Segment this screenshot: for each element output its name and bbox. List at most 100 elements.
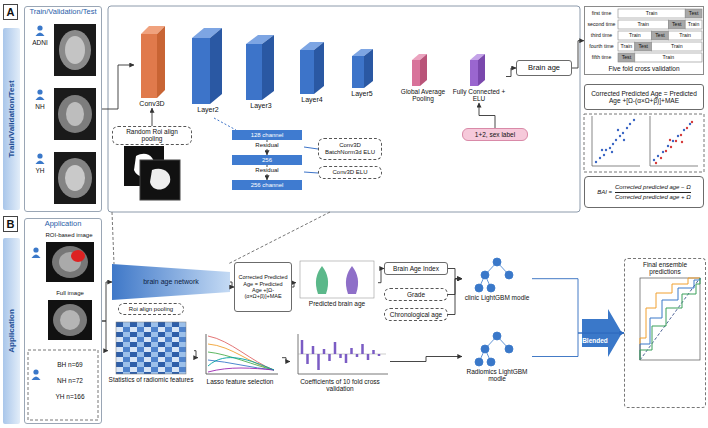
dense-slab — [478, 54, 485, 86]
scatter-plot — [653, 159, 655, 161]
fold-table — [618, 31, 652, 40]
fold-cell: Train — [618, 31, 652, 40]
lasso-plot — [206, 334, 278, 374]
network-funnel — [112, 264, 230, 300]
scatter-plot — [667, 145, 669, 147]
coefficient-plot — [298, 334, 388, 374]
heatmap — [116, 322, 186, 374]
tree-icon — [475, 258, 513, 366]
scatter-plot — [657, 155, 659, 157]
mri-image — [58, 158, 92, 198]
sample-frame — [28, 350, 98, 420]
lasso-plot — [206, 334, 278, 374]
scatter-plot — [623, 139, 625, 141]
node-text: Predicted brain age — [296, 300, 378, 307]
node-text: Radiomics LightGBM modle — [462, 368, 532, 383]
tree-icon — [493, 332, 501, 340]
panel-letter: B — [3, 216, 18, 232]
lasso-plot — [208, 336, 274, 370]
mri-image — [59, 30, 91, 70]
node-text: Layer5 — [344, 90, 380, 98]
detail-leader — [304, 172, 318, 173]
node-text: Corrected predicted age + Ω — [615, 194, 691, 201]
fold-row-label: third time — [585, 31, 618, 40]
connector — [102, 65, 134, 109]
conv-slab — [141, 26, 165, 98]
sample-count: BH n=69 — [44, 360, 96, 369]
lasso-plot — [208, 344, 274, 370]
sex-label-box: 1+2, sex label — [462, 128, 528, 141]
mri-image — [60, 310, 80, 330]
fold-table — [618, 42, 635, 51]
tree-icon — [487, 284, 495, 292]
connector — [102, 321, 108, 351]
mri-image — [48, 300, 92, 340]
node-text: Corrected predicted age − Ω — [615, 184, 691, 193]
dashed-box: Grade — [384, 288, 448, 301]
image-caption: Full image — [48, 289, 92, 298]
scatter-plot — [609, 147, 611, 149]
connector — [292, 283, 296, 287]
scatter-plot — [605, 149, 607, 151]
mri-image — [71, 250, 85, 262]
result-panel: Final ensemble predictions — [624, 258, 706, 408]
roc-plot — [640, 278, 700, 360]
layer-slab — [300, 50, 314, 94]
cross-validation-table: Five fold cross validation — [584, 6, 704, 75]
dashed-box: Random Roi align pooling — [112, 126, 192, 145]
mask-image — [124, 146, 180, 200]
dense-slab — [470, 60, 478, 86]
lasso-plot — [208, 358, 274, 370]
pooling-slab — [412, 54, 427, 86]
network-funnel — [112, 264, 230, 300]
scatter-plot — [619, 135, 621, 137]
mri-image — [46, 24, 96, 340]
fold-table — [635, 53, 702, 62]
node-text: Conv3D — [134, 100, 170, 108]
figure-node: Predicted brain age — [296, 258, 378, 307]
detail-leader — [214, 118, 318, 173]
violin-plot — [346, 266, 358, 294]
dataset-name: YH — [26, 166, 54, 175]
scatter-plot — [603, 154, 605, 156]
process-box: Corrected Predicted Age = Predicted Age … — [234, 262, 292, 312]
connector — [479, 103, 495, 128]
channel-bar: 128 channel — [232, 130, 302, 140]
scatter-plot — [672, 140, 674, 142]
scatter-plot — [622, 132, 624, 134]
scatter-plot — [595, 119, 691, 163]
fold-table — [618, 9, 685, 18]
node-text: brain age network — [143, 278, 199, 286]
scatter-plot — [677, 135, 679, 137]
dashed-box: Chronological age — [384, 308, 448, 321]
scatter-plot — [660, 157, 662, 159]
conv-slab — [157, 26, 165, 98]
scatter-plot — [617, 129, 619, 131]
scatter-plot — [611, 151, 613, 153]
edge-label: Residual — [254, 167, 279, 174]
connector — [448, 269, 462, 279]
scatter-plot — [584, 114, 704, 172]
sample-count: NH n=72 — [44, 376, 96, 385]
node-text: Roi align pooling — [129, 306, 173, 313]
person-icon — [37, 153, 42, 158]
scatter-plot — [665, 150, 667, 152]
projection-line — [112, 212, 330, 264]
sample-frame — [28, 350, 98, 420]
connector — [102, 282, 112, 321]
violin-plot — [300, 261, 374, 298]
fold-cell: Train — [635, 53, 702, 62]
mask-image — [150, 169, 170, 190]
figure-node: Global Average Pooling — [396, 50, 450, 103]
person-icon — [32, 377, 41, 381]
person-icon — [36, 33, 45, 37]
node-text: Layer2 — [186, 106, 230, 114]
node-text: Corrected Predicted Age = Predicted Age … — [238, 274, 288, 299]
fold-table — [668, 20, 685, 29]
edge-label: Residual — [254, 142, 279, 149]
figure-node: Radiomics LightGBM modle — [462, 330, 532, 383]
connector — [572, 41, 584, 68]
